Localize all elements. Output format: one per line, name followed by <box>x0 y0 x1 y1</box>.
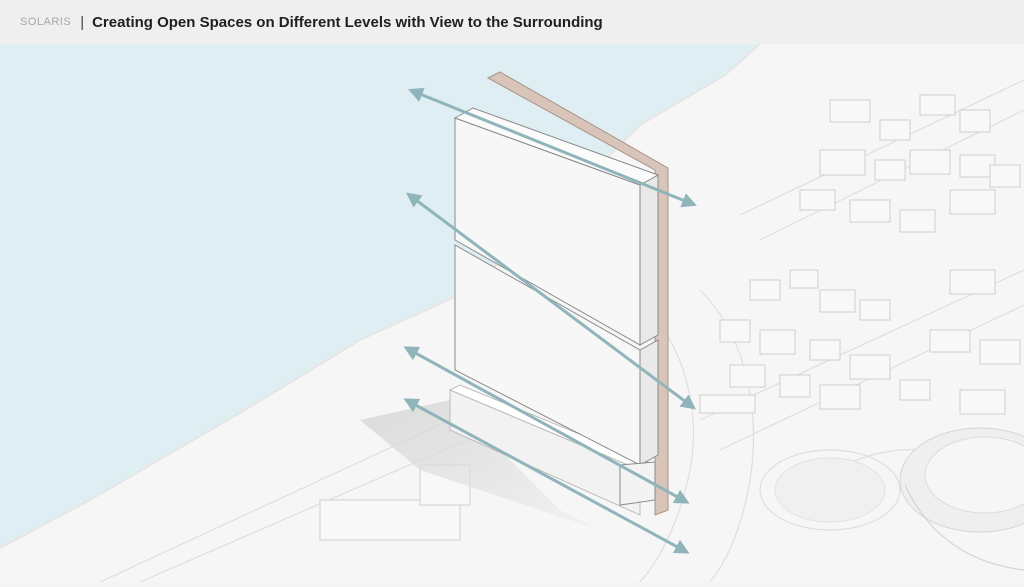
page-title: Creating Open Spaces on Different Levels… <box>92 13 603 31</box>
stadium <box>899 427 1024 571</box>
view-arrows <box>403 87 697 554</box>
view-arrow-1 <box>408 87 697 208</box>
brand-label: SOLARIS <box>20 16 72 28</box>
surrounding-buildings <box>319 94 1021 541</box>
axonometric-drawing <box>0 43 1024 583</box>
title-separator: | <box>80 13 85 31</box>
roundabout <box>774 457 886 523</box>
view-arrow-4 <box>403 398 690 554</box>
header-bar: SOLARIS | Creating Open Spaces on Differ… <box>0 0 1024 45</box>
axonometric-scene <box>0 43 1024 583</box>
